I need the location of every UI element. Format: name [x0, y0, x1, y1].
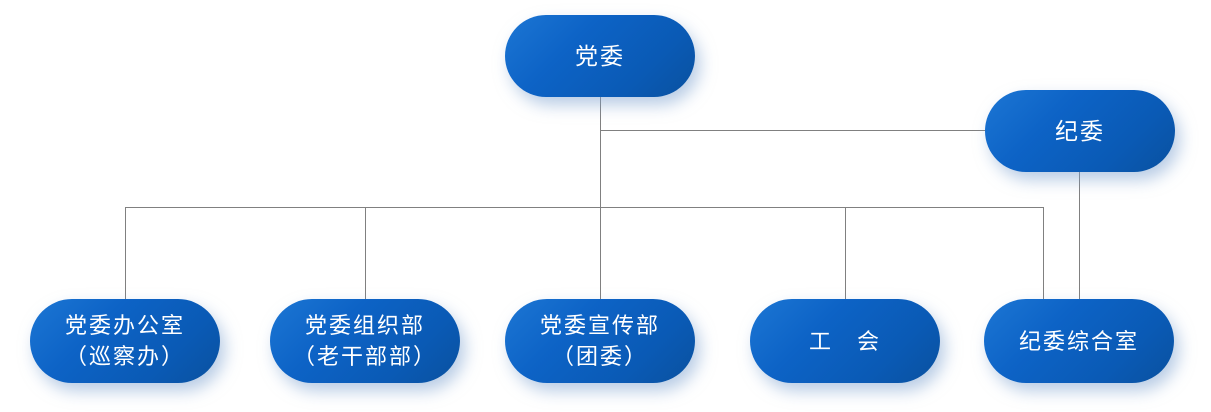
node-label-line2: （巡察办）	[64, 344, 185, 369]
connector-party-to-discipline-branch	[600, 130, 985, 131]
connector-discipline-to-office-vertical	[1079, 172, 1080, 299]
node-label-line1: 党委宣传部	[539, 313, 660, 338]
connector-drop-organization-dept	[365, 207, 366, 299]
node-label: 纪委综合室	[1018, 328, 1139, 354]
connector-drop-party-office	[125, 207, 126, 299]
connector-horizontal-bus	[125, 207, 1043, 208]
node-label-line2: （团委）	[551, 344, 648, 369]
org-node-organization-dept: 党委组织部 （老干部部）	[270, 299, 460, 383]
org-node-party-committee: 党委	[505, 15, 695, 97]
org-node-party-office: 党委办公室 （巡察办）	[30, 299, 220, 383]
connector-party-committee-vertical	[600, 97, 601, 299]
node-label: 党委	[575, 43, 625, 69]
org-node-labor-union: 工 会	[750, 299, 940, 383]
node-label-line1: 党委办公室	[64, 313, 185, 338]
node-label: 工 会	[808, 328, 881, 354]
node-label: 纪委	[1055, 118, 1105, 144]
org-node-publicity-dept: 党委宣传部 （团委）	[505, 299, 695, 383]
node-label-line2: （老干部部）	[292, 344, 437, 369]
connector-drop-discipline-office	[1043, 207, 1044, 299]
org-node-discipline-committee: 纪委	[985, 90, 1175, 172]
node-label-line1: 党委组织部	[304, 313, 425, 338]
connector-drop-labor-union	[845, 207, 846, 299]
org-node-discipline-office: 纪委综合室	[984, 299, 1174, 383]
